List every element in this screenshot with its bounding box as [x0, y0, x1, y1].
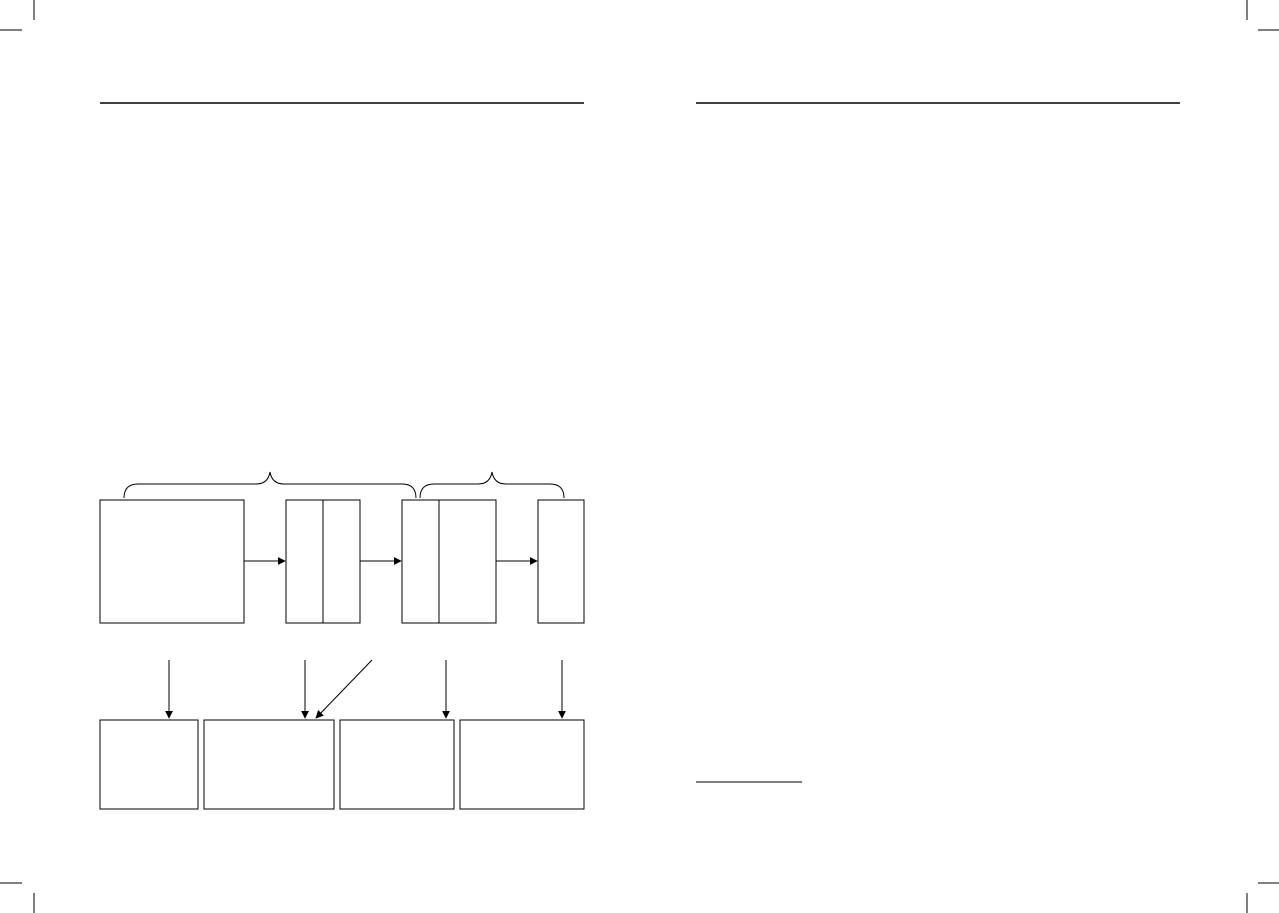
diagram-box-3 — [401, 499, 497, 624]
bottom-box-4 — [459, 719, 585, 810]
brace-left — [123, 471, 417, 499]
arrow-diagonal — [315, 659, 373, 719]
brace-right — [419, 471, 565, 499]
diagram-box-4 — [537, 499, 585, 624]
diagram-box-1 — [99, 499, 245, 624]
bottom-box-3 — [339, 719, 455, 810]
bottom-box-2 — [203, 719, 335, 810]
bottom-box-1 — [99, 719, 199, 810]
